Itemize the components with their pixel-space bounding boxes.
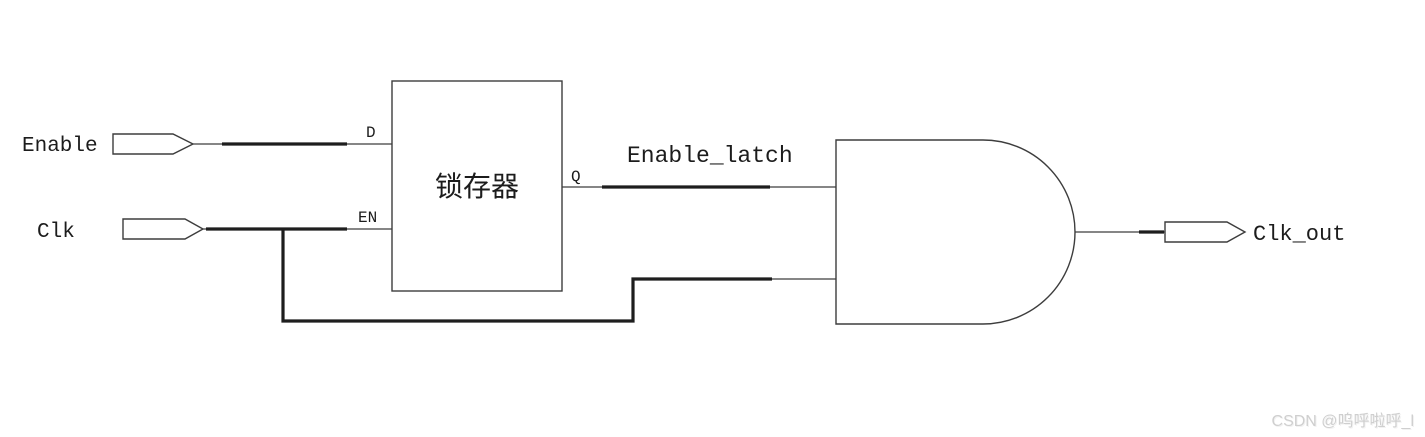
input-label-clk: Clk: [37, 221, 75, 244]
net-label-enable-latch: Enable_latch: [627, 143, 793, 169]
input-port-enable-icon: [112, 133, 195, 155]
input-label-enable: Enable: [22, 135, 98, 158]
latch-pin-en-label: EN: [358, 209, 377, 227]
latch-pin-q-label: Q: [571, 168, 581, 186]
latch-label: 锁存器: [435, 171, 519, 203]
output-label-clk-out: Clk_out: [1253, 222, 1345, 247]
watermark-shadow: CSDN @呜呼啦呼_l: [1273, 413, 1415, 431]
latch-block: [391, 80, 563, 292]
latch-pin-d-label: D: [366, 124, 376, 142]
and-gate-icon: [835, 139, 1076, 325]
wire-clk-branch-to-and: [281, 229, 772, 323]
input-port-clk-icon: [122, 218, 205, 240]
output-port-clk-out-icon: [1164, 221, 1247, 243]
watermark: CSDN @呜呼啦呼_l: [1272, 412, 1414, 430]
